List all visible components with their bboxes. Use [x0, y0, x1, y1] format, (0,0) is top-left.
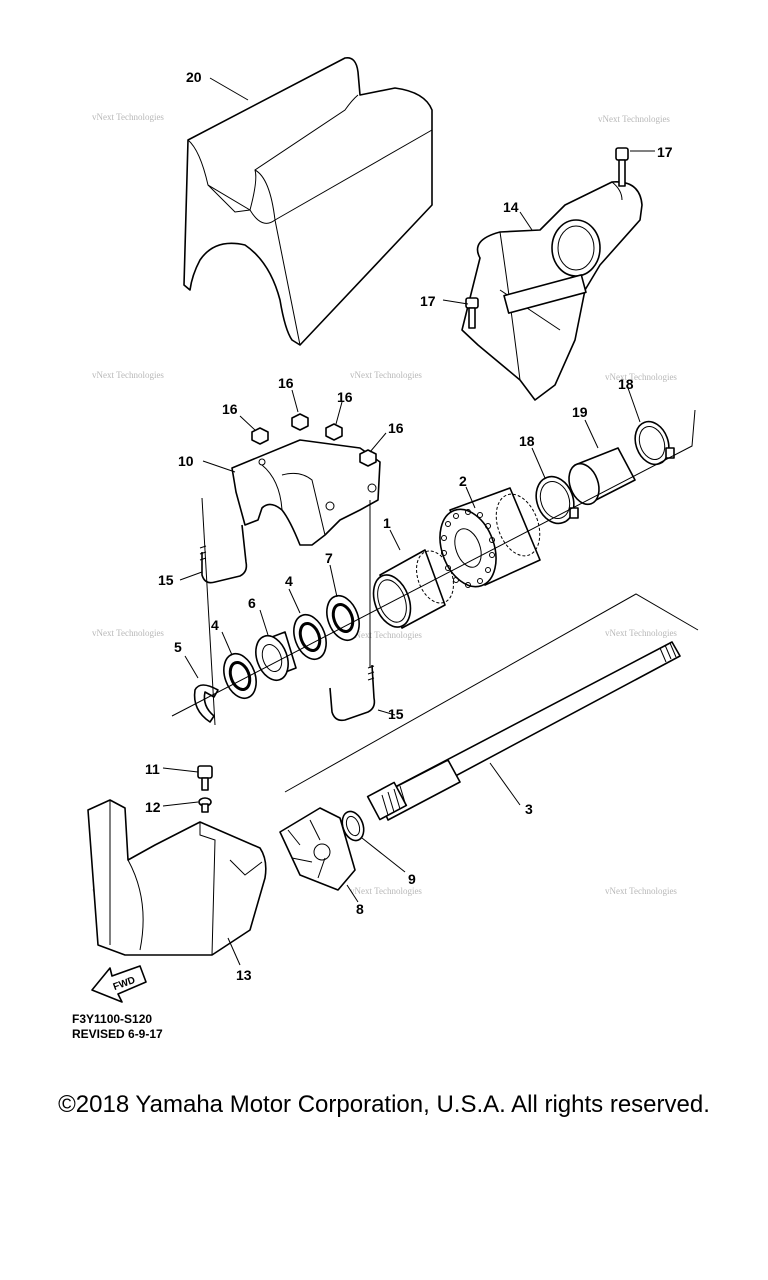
drive-shaft-part — [366, 641, 681, 821]
coupling-part — [279, 807, 356, 891]
hose-joint-part — [461, 181, 643, 401]
bearing-housing-part — [231, 439, 381, 546]
u-bolt-15-upper-part — [199, 524, 248, 584]
callout-17: 17 — [657, 144, 673, 160]
watermark: vNext Technologies — [92, 370, 164, 380]
nut-16-part — [251, 427, 269, 445]
watermark: vNext Technologies — [605, 372, 677, 382]
callout-16: 16 — [388, 420, 404, 436]
hose-clamp-18-lower-part — [535, 475, 579, 525]
oil-seal-4-lower-part — [223, 652, 257, 700]
watermark: vNext Technologies — [92, 628, 164, 638]
callout-15: 15 — [158, 572, 174, 588]
callout-5: 5 — [174, 639, 182, 655]
bushing-sleeve-part — [372, 549, 454, 629]
callout-1: 1 — [383, 515, 391, 531]
callout-20: 20 — [186, 69, 202, 85]
callout-4: 4 — [211, 617, 219, 633]
callout-4: 4 — [285, 573, 293, 589]
nut-16-part — [359, 449, 377, 467]
callout-15: 15 — [388, 706, 404, 722]
callout-6: 6 — [248, 595, 256, 611]
bolt-17-upper-part — [615, 147, 629, 187]
callout-18: 18 — [618, 376, 634, 392]
callout-12: 12 — [145, 799, 161, 815]
callout-9: 9 — [408, 871, 416, 887]
callout-2: 2 — [459, 473, 467, 489]
watermark: vNext Technologies — [605, 628, 677, 638]
watermark: vNext Technologies — [605, 886, 677, 896]
coupling-cover-part — [87, 799, 267, 956]
callout-19: 19 — [572, 404, 588, 420]
washer-12-part — [198, 797, 212, 813]
bolt-17-lower-part — [465, 297, 479, 329]
damper-ring-part — [439, 487, 541, 588]
callout-3: 3 — [525, 801, 533, 817]
damper-block-part — [183, 56, 433, 346]
callout-14: 14 — [503, 199, 519, 215]
hose-19-part — [568, 447, 636, 506]
callout-7: 7 — [325, 550, 333, 566]
callout-16: 16 — [337, 389, 353, 405]
copyright-notice: ©2018 Yamaha Motor Corporation, U.S.A. A… — [58, 1091, 710, 1118]
washer-9-part — [341, 810, 365, 842]
callout-8: 8 — [356, 901, 364, 917]
oil-seal-4-upper-part — [293, 613, 327, 661]
callout-11: 11 — [145, 761, 160, 777]
callout-16: 16 — [278, 375, 294, 391]
callout-18: 18 — [519, 433, 535, 449]
fwd-arrow-icon: FWD — [91, 965, 147, 1003]
watermark: vNext Technologies — [92, 112, 164, 122]
callout-17: 17 — [420, 293, 436, 309]
nut-16-part — [325, 423, 343, 441]
hose-clamp-18-upper-part — [634, 420, 675, 466]
callout-10: 10 — [178, 453, 194, 469]
nut-16-part — [291, 413, 309, 431]
oil-seal-7-part — [326, 594, 360, 642]
bolt-11-part — [197, 765, 213, 791]
callout-numbers: 20 14 17 17 16 16 16 16 10 18 19 18 2 1 … — [145, 69, 673, 983]
diagram-code: F3Y1100-S120 — [72, 1012, 153, 1026]
circlip-part — [193, 684, 219, 723]
exploded-parts-diagram: vNext Technologies vNext Technologies vN… — [87, 56, 699, 1003]
callout-16: 16 — [222, 401, 238, 417]
callout-13: 13 — [236, 967, 252, 983]
watermark: vNext Technologies — [350, 630, 422, 640]
watermark: vNext Technologies — [350, 370, 422, 380]
watermark: vNext Technologies — [598, 114, 670, 124]
assembly-guide-lines — [171, 409, 699, 793]
revision-note: REVISED 6-9-17 — [72, 1027, 163, 1041]
bearing-6-part — [255, 631, 297, 682]
leader-lines — [162, 77, 655, 966]
watermark: vNext Technologies — [350, 886, 422, 896]
u-bolt-15-lower-part — [329, 664, 376, 722]
